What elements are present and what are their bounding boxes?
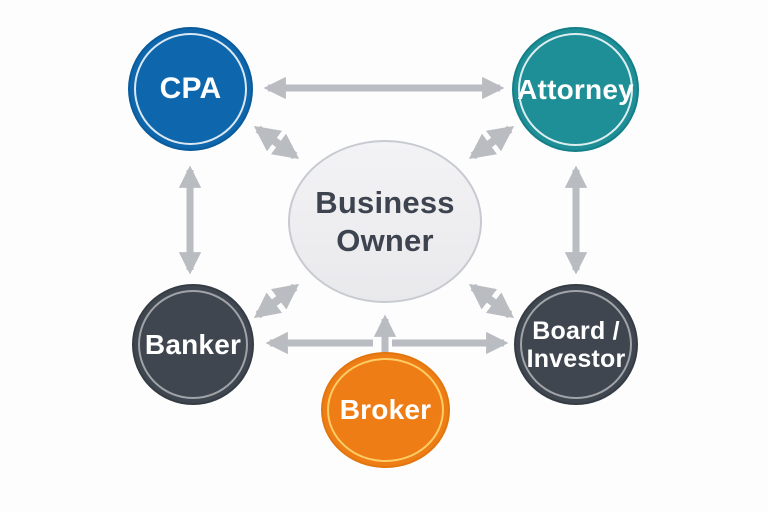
node-attorney-label: Attorney bbox=[517, 73, 634, 105]
edge-cpa-business-owner bbox=[253, 125, 300, 160]
node-cpa-label: CPA bbox=[159, 72, 222, 106]
node-business-owner: Business Owner bbox=[288, 140, 482, 303]
node-broker: Broker bbox=[321, 352, 450, 468]
node-board-investor: Board / Investor bbox=[514, 284, 638, 405]
node-attorney: Attorney bbox=[512, 27, 639, 152]
node-banker: Banker bbox=[132, 284, 254, 405]
edge-banker-business-owner bbox=[253, 283, 300, 319]
edge-board-investor-business-owner bbox=[468, 283, 515, 319]
node-banker-label: Banker bbox=[144, 328, 242, 360]
edge-attorney-business-owner bbox=[468, 125, 515, 160]
node-broker-label: Broker bbox=[339, 394, 432, 426]
node-board-investor-label: Board / Investor bbox=[526, 316, 626, 373]
node-business-owner-label: Business Owner bbox=[315, 185, 455, 258]
node-cpa: CPA bbox=[128, 27, 253, 151]
